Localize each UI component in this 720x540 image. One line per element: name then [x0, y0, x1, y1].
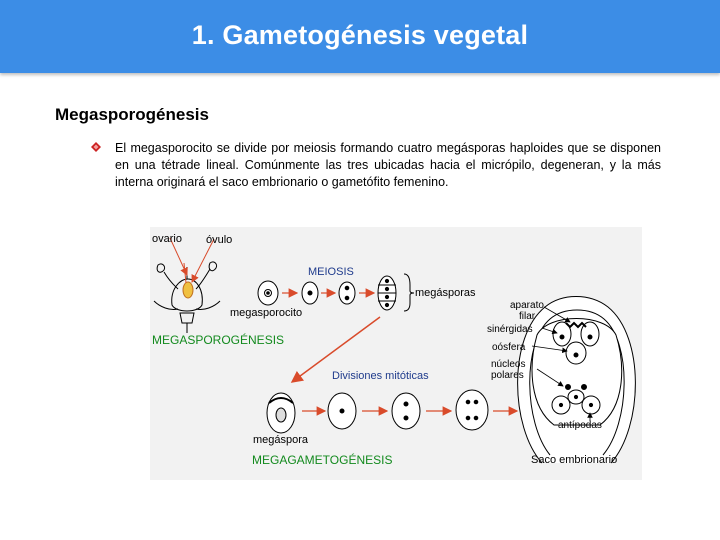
megasporocyte-cells: [257, 275, 397, 311]
flower-drawing: [153, 261, 221, 333]
megasporogenesis-figure: ovario óvulo MEIOSIS megásporas mega: [150, 227, 642, 480]
label-oosfera: oósfera: [492, 342, 526, 353]
label-saco-embrionario: Saco embrionario: [531, 454, 617, 466]
label-filar: filar: [519, 311, 536, 322]
label-aparato: aparato: [510, 300, 544, 311]
label-antipodas: antípodas: [558, 420, 602, 431]
mitotic-cells: [266, 389, 489, 434]
label-ovulo: óvulo: [206, 234, 232, 246]
label-megagametogenesis: MEGAGAMETOGÉNESIS: [252, 452, 392, 467]
label-megasporocito: megasporocito: [230, 307, 302, 319]
title-bar: 1. Gametogénesis vegetal: [0, 0, 720, 73]
label-meiosis: MEIOSIS: [308, 266, 354, 278]
label-polares: polares: [491, 370, 524, 381]
label-sinergidas: sinérgidas: [487, 324, 533, 335]
diagonal-arrow: [290, 316, 381, 383]
label-megasporas: megásporas: [415, 287, 476, 299]
label-nucleos: núcleos: [491, 359, 525, 370]
slide-title: 1. Gametogénesis vegetal: [191, 20, 529, 50]
embryo-sac-drawing: [517, 296, 636, 464]
brace: [403, 273, 415, 312]
paragraph-text: El megasporocito se divide por meiosis f…: [115, 141, 661, 189]
diamond-bullet-icon: [91, 142, 101, 152]
section-heading: Megasporogénesis: [55, 105, 209, 124]
label-megasporogenesis: MEGASPOROGÉNESIS: [152, 332, 284, 347]
label-megaspora: megáspora: [253, 434, 309, 446]
figure-diagram: ovario óvulo MEIOSIS megásporas mega: [152, 233, 636, 467]
label-ovario: ovario: [152, 233, 182, 245]
label-divisiones: Divisiones mitóticas: [332, 370, 429, 382]
